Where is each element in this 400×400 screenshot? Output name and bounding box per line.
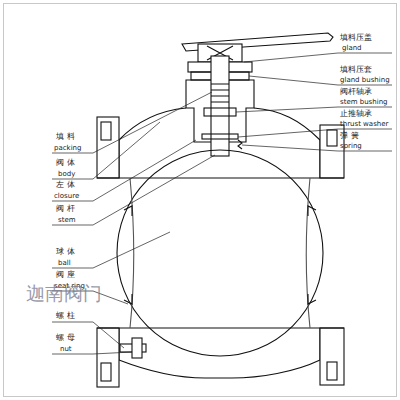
part-label-en: ball [58,260,71,267]
stem-bushing [204,108,236,116]
part-label-zh: 止推轴承 [340,110,372,118]
ball-bore [130,178,310,328]
stem [211,56,229,156]
right-flange-hole [327,130,337,146]
part-label-en: stem [58,217,76,224]
body-bottom [119,360,320,378]
part-label-zh: 螺 柱 [56,312,75,320]
nut [132,338,142,358]
packing-rings [211,84,229,102]
part-label-en: closure [54,193,79,200]
part-label-en: body [58,171,75,178]
part-label-zh: 弹 簧 [340,132,359,140]
part-label-en: packing [54,145,81,152]
part-label-en: spring [340,143,362,150]
watermark: 迦南阀门 [26,284,102,303]
seat-rings [124,206,316,304]
thrust-washer [202,134,238,139]
body-sides [119,140,320,360]
part-label-zh: 阀 杆 [56,205,75,213]
part-label-en: thrust washer [340,121,388,128]
right-flange-bottom [320,328,344,385]
part-label-zh: 阀 座 [56,271,75,279]
left-flange-hole [101,122,111,140]
leader-lines [52,53,392,354]
part-label-en: gland bushing [340,77,390,84]
part-label-en: nut [60,346,72,353]
part-label-zh: 螺 母 [56,334,75,342]
left-flange-hole [101,363,111,381]
part-label-zh: 填 料 [56,133,75,141]
part-label-en: stem bushing [340,99,388,106]
part-label-zh: 阀杆轴承 [340,88,372,96]
bore-lines [97,178,344,328]
left-flange-top [97,117,119,178]
spring [238,140,242,149]
part-label-en: gland [342,45,362,52]
part-label-zh: 球 体 [56,248,75,256]
frame [4,4,397,397]
ball [117,150,323,356]
part-label-zh: 阀 体 [56,159,75,167]
part-label-zh: 填料压套 [340,66,372,74]
part-label-zh: 左 体 [56,181,75,189]
part-label-zh: 填料压盖 [340,34,372,42]
left-flange-bottom [97,328,119,387]
right-flange-hole [327,362,337,380]
